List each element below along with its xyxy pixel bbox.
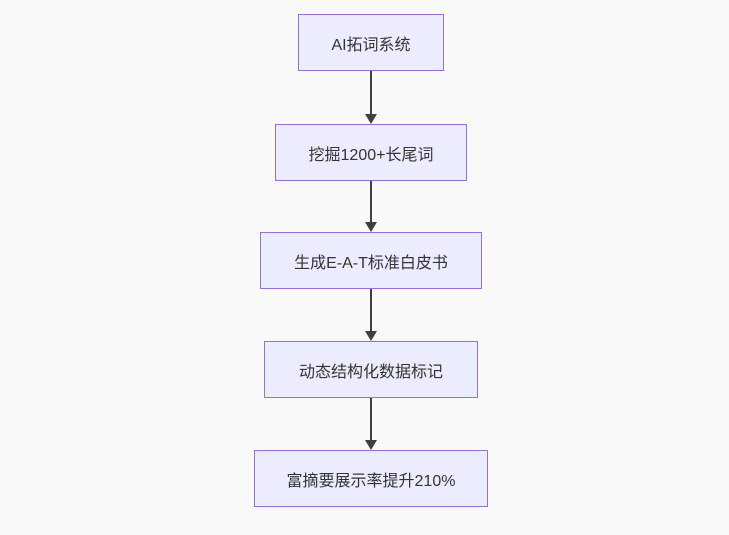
arrowhead-down-icon bbox=[365, 331, 377, 341]
flow-node-eat-whitepaper: 生成E-A-T标准白皮书 bbox=[260, 232, 482, 289]
flow-edge-2 bbox=[365, 181, 377, 232]
flow-node-longtail-mining: 挖掘1200+长尾词 bbox=[275, 124, 467, 181]
flow-edge-1 bbox=[365, 71, 377, 124]
arrow-line bbox=[370, 398, 372, 442]
arrow-line bbox=[370, 181, 372, 224]
flow-node-rich-snippet-uplift: 富摘要展示率提升210% bbox=[254, 450, 488, 507]
flow-node-structured-data-markup: 动态结构化数据标记 bbox=[264, 341, 478, 398]
arrowhead-down-icon bbox=[365, 222, 377, 232]
arrowhead-down-icon bbox=[365, 114, 377, 124]
flow-edge-3 bbox=[365, 289, 377, 341]
arrowhead-down-icon bbox=[365, 440, 377, 450]
arrow-line bbox=[370, 289, 372, 333]
flow-node-ai-keyword-system: AI拓词系统 bbox=[298, 14, 444, 71]
flow-edge-4 bbox=[365, 398, 377, 450]
arrow-line bbox=[370, 71, 372, 116]
